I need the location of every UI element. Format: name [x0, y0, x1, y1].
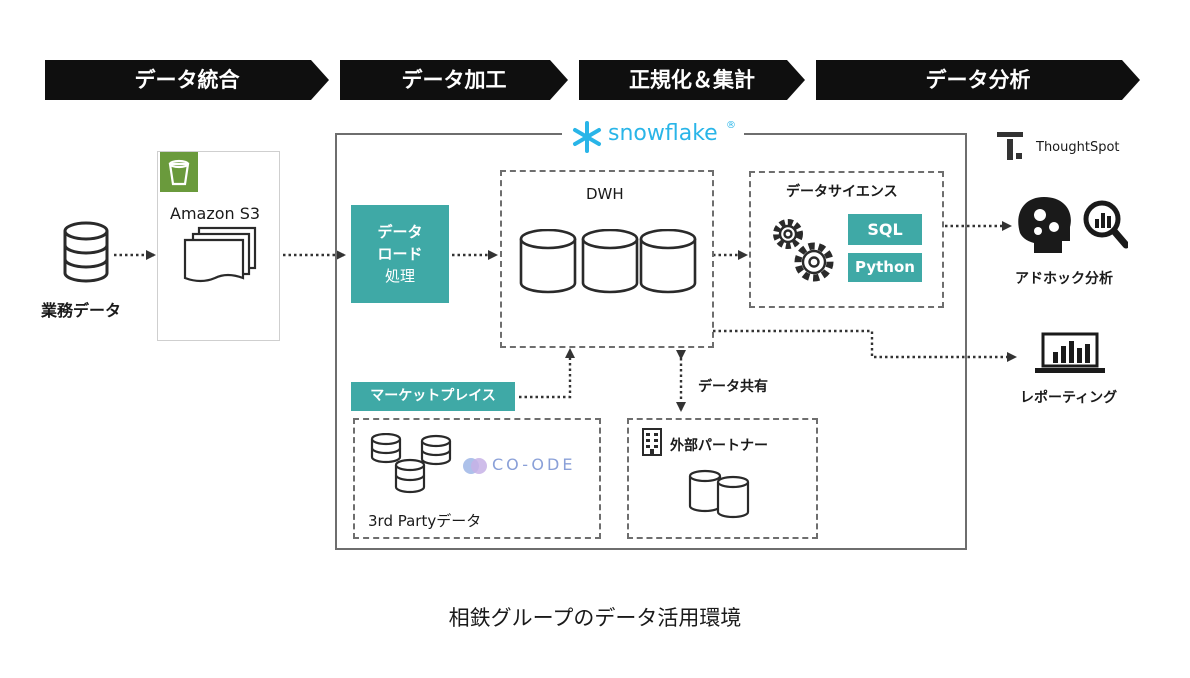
- data-science-box: [749, 171, 944, 308]
- snowflake-icon: [573, 121, 601, 153]
- arrow-dwh-to-reporting: [713, 329, 1017, 362]
- adhoc-icon: [1018, 197, 1128, 253]
- co-ode-logo-icon: [463, 458, 487, 474]
- load-line: 処理: [384, 267, 415, 285]
- stage-label: データ分析: [925, 68, 1031, 92]
- stage-banner-analysis: データ分析: [816, 60, 1140, 100]
- external-partner-box: [627, 418, 818, 539]
- dwh-box: [500, 170, 714, 348]
- bucket-icon: [160, 152, 198, 192]
- snowflake-mark: ®: [726, 120, 736, 131]
- stacked-databases-icon: [370, 433, 452, 494]
- gears-icon: [773, 219, 834, 282]
- adhoc-label: アドホック分析: [1015, 271, 1113, 287]
- building-icon: [642, 428, 662, 456]
- stage-label: 正規化＆集計: [629, 68, 755, 92]
- thoughtspot-label: ThoughtSpot: [1036, 140, 1120, 155]
- banner-shape: [340, 60, 568, 100]
- external-partner-label: 外部パートナー: [670, 438, 768, 454]
- data-science-label: データサイエンス: [786, 184, 898, 200]
- arrow-marketplace-to-dwh: [519, 348, 575, 399]
- dwh-cylinders: [519, 229, 697, 294]
- s3-box: [157, 151, 280, 341]
- snowflake-wordmark: snowflake: [608, 121, 718, 146]
- dwh-label: DWH: [586, 185, 624, 203]
- third-party-label: 3rd Partyデータ: [368, 512, 482, 530]
- load-line: ロード: [377, 245, 423, 263]
- banner-shape: [579, 60, 805, 100]
- reporting-label: レポーティング: [1020, 390, 1118, 406]
- database-icon: [63, 221, 109, 283]
- reporting-icon: [1035, 332, 1105, 373]
- figure-caption: 相鉄グループのデータ活用環境: [448, 606, 742, 630]
- banner-shape: [816, 60, 1140, 100]
- files-icon: [183, 226, 257, 283]
- marketplace-tag: マーケットプレイス: [351, 382, 515, 411]
- thoughtspot-icon: [997, 132, 1023, 160]
- stage-banner-integration: データ統合: [45, 60, 329, 100]
- co-ode-logo: CO-ODE: [492, 455, 576, 474]
- s3-label: Amazon S3: [170, 204, 261, 223]
- stage-banner-normalize: 正規化＆集計: [579, 60, 805, 100]
- stage-banner-processing: データ加工: [340, 60, 568, 100]
- stage-label: データ統合: [134, 68, 240, 92]
- data-load-box: データ ロード 処理: [351, 205, 449, 303]
- stage-label: データ加工: [401, 68, 507, 92]
- third-party-box: [353, 418, 601, 539]
- banner-shape: [45, 60, 329, 100]
- sql-tag: SQL: [848, 214, 922, 245]
- snowflake-logo: snowflake ®: [562, 118, 744, 154]
- data-share-label: データ共有: [698, 379, 768, 395]
- partner-databases-icon: [688, 469, 750, 519]
- load-line: データ: [377, 223, 423, 241]
- source-label: 業務データ: [41, 301, 122, 320]
- python-tag: Python: [848, 253, 922, 282]
